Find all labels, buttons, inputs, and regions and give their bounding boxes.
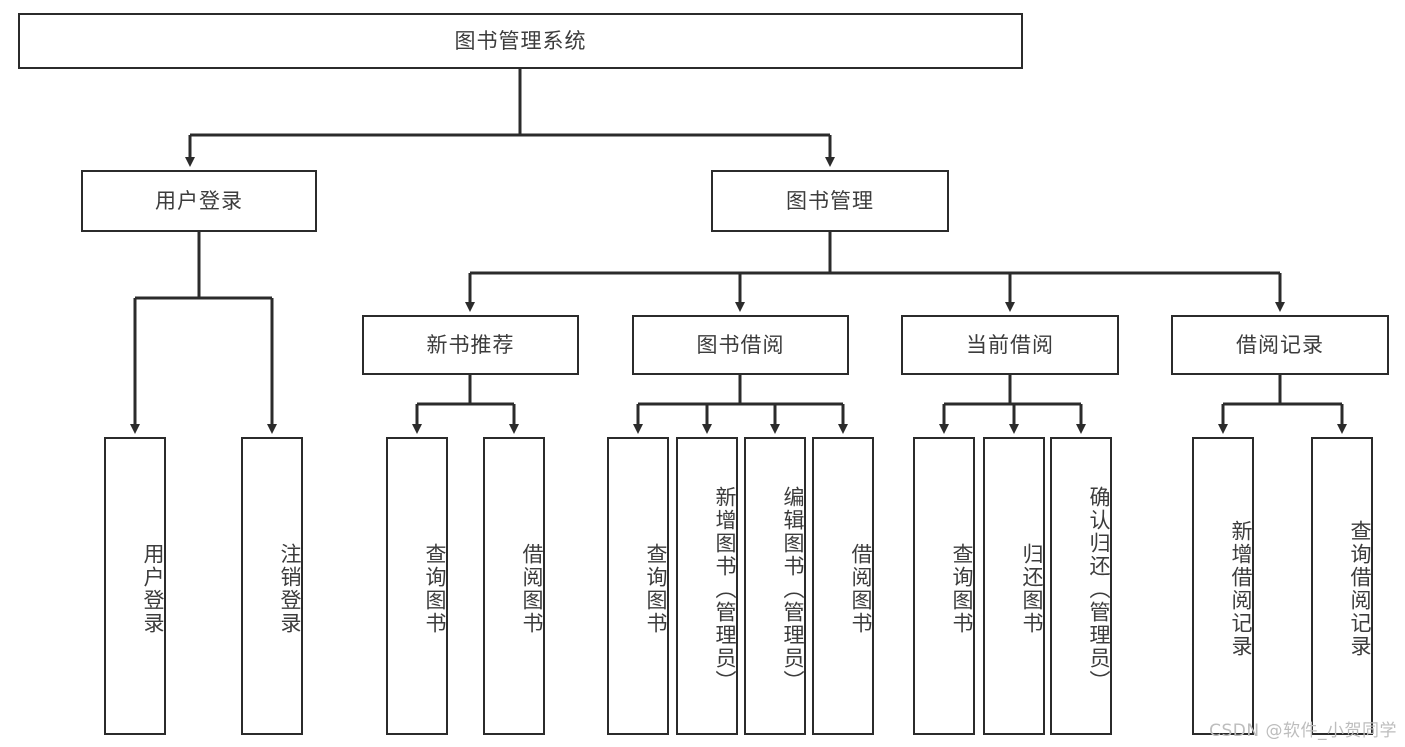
node-new-book-recommend[interactable]: 新书推荐 (362, 315, 579, 375)
leaf-borrow-book[interactable]: 借阅图书 (812, 437, 874, 735)
node-user-login[interactable]: 用户登录 (81, 170, 317, 232)
leaf-edit-book-admin-label: 编辑图书（管理员） (781, 485, 805, 693)
leaf-borrow-book-recommend[interactable]: 借阅图书 (483, 437, 545, 735)
node-root[interactable]: 图书管理系统 (18, 13, 1023, 69)
node-current-borrow-label: 当前借阅 (966, 332, 1054, 357)
leaf-logout[interactable]: 注销登录 (241, 437, 303, 735)
node-new-book-recommend-label: 新书推荐 (426, 332, 515, 357)
leaf-return-book[interactable]: 归还图书 (983, 437, 1045, 735)
leaf-return-book-label: 归还图书 (1020, 543, 1044, 635)
leaf-query-book-borrow-label: 查询图书 (644, 543, 668, 635)
node-user-login-label: 用户登录 (155, 188, 243, 213)
leaf-query-book-recommend[interactable]: 查询图书 (386, 437, 448, 735)
leaf-borrow-book-recommend-label: 借阅图书 (520, 543, 544, 635)
leaf-add-book-admin[interactable]: 新增图书（管理员） (676, 437, 738, 735)
leaf-query-book-current[interactable]: 查询图书 (913, 437, 975, 735)
node-book-borrow-label: 图书借阅 (696, 332, 785, 357)
leaf-add-borrow-record-label: 新增借阅记录 (1229, 520, 1253, 658)
node-current-borrow[interactable]: 当前借阅 (901, 315, 1119, 375)
leaf-confirm-return-admin-label: 确认归还（管理员） (1087, 485, 1111, 693)
leaf-confirm-return-admin[interactable]: 确认归还（管理员） (1050, 437, 1112, 735)
leaf-borrow-book-label: 借阅图书 (849, 543, 873, 635)
leaf-query-book-current-label: 查询图书 (950, 543, 974, 635)
leaf-add-borrow-record[interactable]: 新增借阅记录 (1192, 437, 1254, 735)
node-book-borrow[interactable]: 图书借阅 (632, 315, 849, 375)
leaf-query-book-borrow[interactable]: 查询图书 (607, 437, 669, 735)
leaf-edit-book-admin[interactable]: 编辑图书（管理员） (744, 437, 806, 735)
leaf-query-borrow-record-label: 查询借阅记录 (1348, 520, 1372, 658)
node-borrow-record-label: 借阅记录 (1236, 332, 1324, 357)
node-borrow-record[interactable]: 借阅记录 (1171, 315, 1389, 375)
node-book-management[interactable]: 图书管理 (711, 170, 949, 232)
leaf-query-borrow-record[interactable]: 查询借阅记录 (1311, 437, 1373, 735)
leaf-user-login-label: 用户登录 (141, 543, 165, 635)
leaf-user-login[interactable]: 用户登录 (104, 437, 166, 735)
node-book-management-label: 图书管理 (786, 188, 874, 213)
leaf-add-book-admin-label: 新增图书（管理员） (713, 485, 737, 693)
watermark: CSDN @软件_小贺同学 (1209, 721, 1397, 741)
node-root-label: 图书管理系统 (454, 28, 587, 53)
leaf-logout-label: 注销登录 (278, 543, 302, 635)
leaf-query-book-recommend-label: 查询图书 (423, 543, 447, 635)
